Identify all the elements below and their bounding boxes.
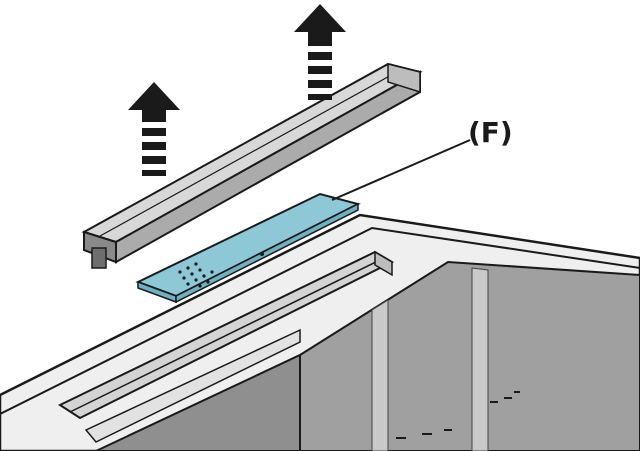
callout-label: (F) — [468, 116, 513, 149]
cover-groove — [99, 67, 405, 237]
filter-edge — [175, 202, 359, 304]
basin-panel-stripe — [371, 299, 389, 451]
cover-end-clip — [91, 247, 107, 269]
cabinet-lower-rail — [84, 328, 301, 443]
cover-end-cap — [83, 230, 117, 264]
cabinet-left-wall — [95, 353, 301, 451]
cover-end-cap-right — [387, 63, 421, 94]
cabinet — [0, 213, 640, 451]
filter-panel — [135, 192, 361, 304]
callout-leader-line — [331, 139, 471, 201]
cover-tray — [81, 62, 423, 269]
basin-drain-marks — [396, 391, 520, 439]
up-arrow-icon — [294, 4, 346, 100]
filter-slot-end — [374, 250, 393, 277]
up-arrow-icon — [128, 82, 180, 176]
callout-f: (F) — [331, 116, 513, 201]
cabinet-rim-line — [0, 226, 640, 415]
filter-slot-inner-line — [69, 257, 385, 413]
filter-perforations — [178, 252, 264, 288]
basin-panel-stripe — [471, 267, 489, 451]
